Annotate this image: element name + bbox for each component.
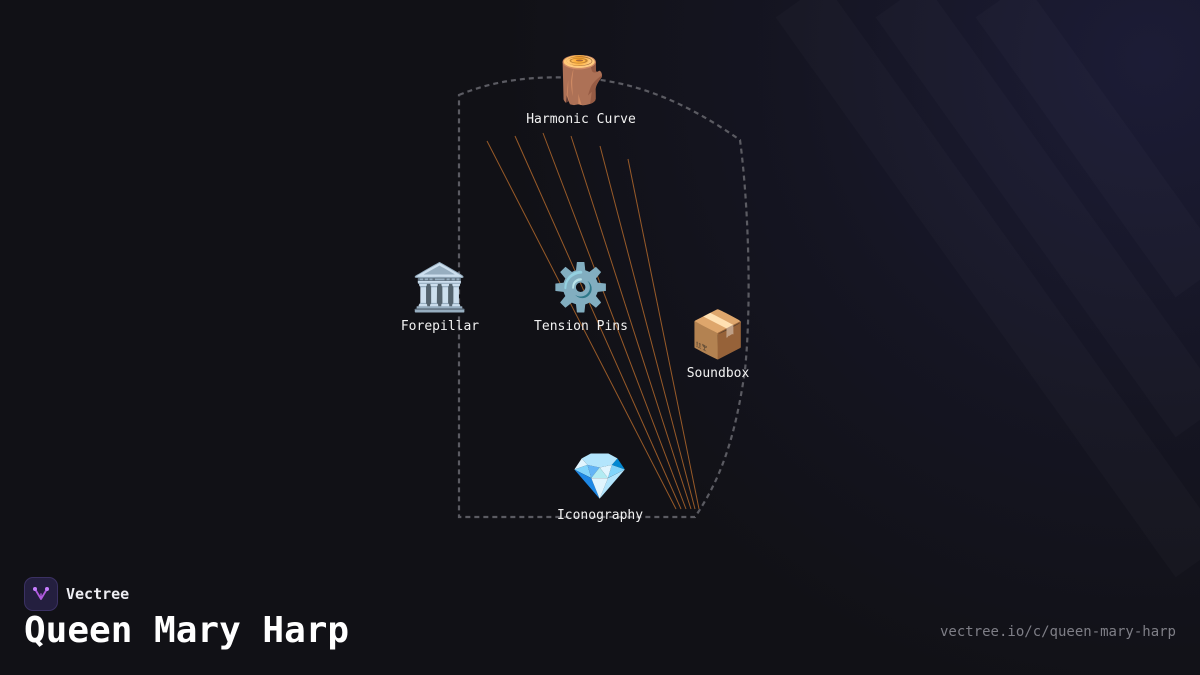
harp-string — [570, 135, 692, 510]
node-harmonic-curve[interactable]: 🪵 Harmonic Curve — [526, 54, 636, 127]
brand[interactable]: Vectree — [24, 577, 129, 611]
harp-string — [486, 140, 677, 510]
package-icon: 📦 — [689, 307, 747, 361]
node-label: Tension Pins — [534, 319, 628, 334]
node-label: Forepillar — [400, 319, 480, 334]
log-icon: 🪵 — [552, 53, 610, 107]
node-label: Iconography — [556, 508, 644, 523]
diagram-title: Queen Mary Harp — [24, 610, 350, 651]
harp-string — [514, 135, 682, 510]
harp-string — [599, 145, 696, 510]
gear-icon: ⚙️ — [552, 260, 610, 314]
classical-building-icon: 🏛️ — [411, 260, 469, 314]
harp-frame-outline — [457, 76, 750, 519]
node-soundbox[interactable]: 📦 Soundbox — [687, 308, 750, 381]
node-iconography[interactable]: 💎 Iconography — [557, 450, 643, 523]
node-label: Harmonic Curve — [526, 112, 636, 127]
node-label: Soundbox — [686, 366, 750, 381]
node-forepillar[interactable]: 🏛️ Forepillar — [401, 261, 479, 334]
harp-strings — [486, 132, 700, 510]
brand-name: Vectree — [66, 585, 130, 603]
node-tension-pins[interactable]: ⚙️ Tension Pins — [534, 261, 628, 334]
gem-icon: 💎 — [571, 449, 629, 503]
harp-string — [542, 132, 687, 510]
harp-string — [627, 158, 700, 510]
share-url[interactable]: vectree.io/c/queen-mary-harp — [939, 624, 1176, 640]
vectree-logo-icon — [24, 577, 58, 611]
